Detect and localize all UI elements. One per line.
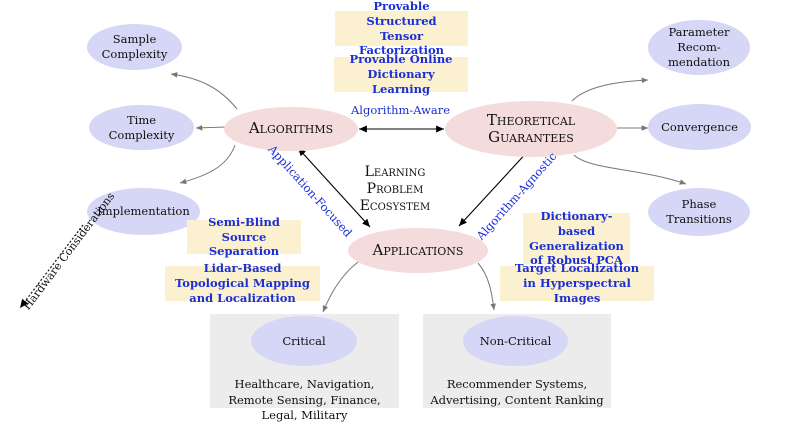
connector-guarantees-phase-transitions bbox=[573, 154, 687, 185]
theoretical-guarantees-node[interactable]: Theoretical Guarantees bbox=[445, 101, 617, 157]
algorithms-node[interactable]: Algorithms bbox=[224, 107, 358, 151]
sample-complexity-node[interactable]: Sample Complexity bbox=[87, 24, 182, 70]
parameter-recommendation-node[interactable]: Parameter Recom-mendation bbox=[648, 20, 750, 75]
time-complexity-node[interactable]: Time Complexity bbox=[89, 105, 194, 150]
tensor-factorization-box[interactable]: Provable Structured Tensor Factorization bbox=[335, 0, 468, 57]
lidar-mapping-box[interactable]: Lidar-Based Topological Mapping and Loca… bbox=[165, 261, 320, 305]
non-critical-examples: Recommender Systems, Advertising, Conten… bbox=[430, 377, 604, 407]
connector-guarantees-parameter-recommendation bbox=[571, 77, 649, 102]
edge-application-focused bbox=[297, 147, 371, 228]
algorithm-aware-label: Algorithm-Aware bbox=[351, 103, 451, 117]
convergence-node[interactable]: Convergence bbox=[648, 104, 751, 150]
critical-node[interactable]: Critical bbox=[251, 316, 357, 366]
hardware-arrow bbox=[19, 224, 84, 309]
edge-algorithm-agnostic bbox=[458, 148, 531, 227]
connector-algorithms-implementation bbox=[179, 144, 236, 185]
applications-node[interactable]: Applications bbox=[348, 228, 488, 273]
connector-algorithms-sample-complexity bbox=[170, 72, 238, 110]
target-localization-box[interactable]: Target Localization in Hyperspectral Ima… bbox=[500, 261, 654, 305]
critical-examples: Healthcare, Navigation, Remote Sensing, … bbox=[228, 377, 381, 423]
source-separation-box[interactable]: Semi-Blind Source Separation bbox=[187, 215, 301, 258]
connector-applications-critical bbox=[322, 261, 359, 313]
connector-applications-non-critical bbox=[477, 262, 496, 311]
non-critical-node[interactable]: Non-Critical bbox=[463, 316, 568, 366]
phase-transitions-node[interactable]: Phase Transitions bbox=[648, 188, 750, 236]
connector-algorithms-time-complexity bbox=[195, 124, 227, 131]
dictionary-learning-box[interactable]: Provable Online Dictionary Learning bbox=[334, 52, 468, 96]
ecosystem-title: Learning Problem Ecosystem bbox=[359, 164, 431, 214]
robust-pca-box[interactable]: Dictionary-based Generalization of Robus… bbox=[523, 209, 630, 267]
implementation-node[interactable]: Implementation bbox=[87, 188, 200, 235]
